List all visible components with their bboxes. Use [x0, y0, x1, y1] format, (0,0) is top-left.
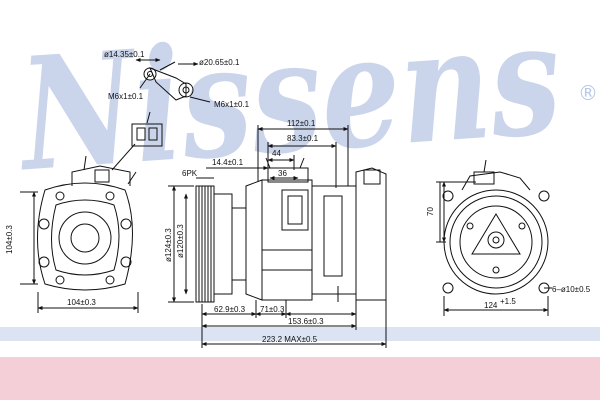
dim-bottom-223: 223.2 MAX±0.5 [262, 335, 318, 344]
dim-right-width: 124 [484, 301, 498, 310]
dim-bottom-62: 62.9±0.3 [214, 305, 246, 314]
watermark-text: Nissens [11, 0, 566, 207]
left-front-view [20, 155, 139, 313]
dim-bottom-71: 71±0.3 [260, 305, 285, 314]
dim-left-width: 104±0.3 [67, 298, 96, 307]
dim-top-83: 83.3±0.1 [287, 134, 319, 143]
dim-dia-inner: ø120±0.3 [176, 224, 185, 258]
dim-dia-small: ø14.35±0.1 [104, 50, 145, 59]
dim-left-height: 104±0.3 [5, 225, 14, 254]
dim-bottom-153: 153.6±0.3 [288, 317, 324, 326]
dim-right-height: 70 [426, 207, 435, 216]
dim-top-14: 14.4±0.1 [212, 158, 244, 167]
dim-top-112: 112±0.1 [287, 119, 316, 128]
dim-thread-1: M6x1±0.1 [108, 92, 144, 101]
dim-top-44: 44 [272, 149, 281, 158]
dim-top-36: 36 [278, 169, 287, 178]
dim-thread-2: M6x1±0.1 [214, 100, 250, 109]
band-pink [0, 357, 600, 400]
registered-mark: ® [578, 81, 598, 105]
side-view [168, 125, 387, 348]
band-blue [0, 327, 600, 341]
brand-watermark: Nissens ® [11, 0, 598, 207]
right-front-view [436, 159, 552, 316]
connector-detail [111, 58, 211, 171]
dim-pulley-type: 6PK [182, 169, 198, 178]
dim-right-width-tol: +1.5 [500, 297, 516, 306]
dim-dia-large: ø20.65±0.1 [199, 58, 240, 67]
dim-right-hole: 6–ø10±0.5 [552, 285, 591, 294]
dim-dia-outer: ø124±0.3 [164, 228, 173, 262]
